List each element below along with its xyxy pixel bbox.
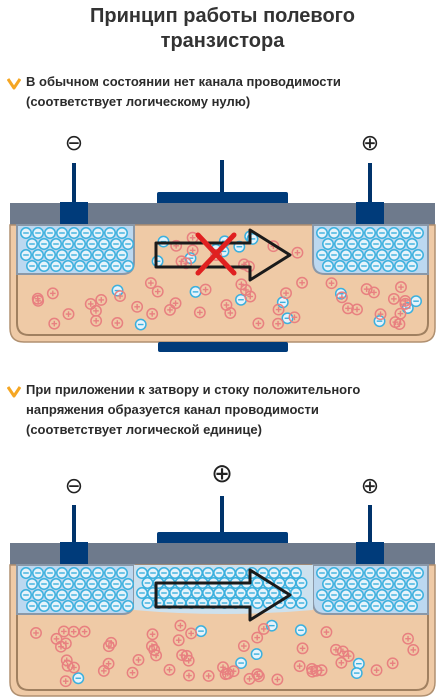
source-contact (60, 202, 88, 226)
oxide-layer (10, 543, 435, 565)
drain-contact (356, 202, 384, 226)
gate-electrode (157, 532, 288, 545)
drain-terminal-label: ⊕ (361, 474, 379, 499)
source-contact (60, 542, 88, 566)
drain-terminal-label: ⊕ (361, 131, 379, 156)
caption-line: В обычном состоянии нет канала проводимо… (26, 74, 341, 89)
drain-contact (356, 542, 384, 566)
hole-particles (31, 231, 412, 331)
gate-terminal-label: ⊕ (211, 460, 233, 489)
transistor-on-diagram: ⊖ ⊕ ⊕ (9, 460, 436, 697)
caption-on-state: При приложении к затвору и стоку положит… (26, 380, 436, 440)
substrate-inner-line (16, 227, 429, 336)
current-arrow-icon (154, 228, 292, 282)
title-line-1: Принцип работы полевого (90, 5, 355, 27)
cross-icon (195, 232, 237, 276)
oxide-layer (10, 203, 435, 225)
title-line-2: транзистора (160, 30, 285, 52)
caption-line: напряжения образуется канал проводимости (26, 402, 319, 417)
caption-off-state: В обычном состоянии нет канала проводимо… (26, 72, 436, 112)
chevron-down-icon (7, 386, 21, 398)
page-title: Принцип работы полевого транзистора (0, 4, 445, 54)
caption-line: При приложении к затвору и стоку положит… (26, 382, 361, 397)
source-terminal-label: ⊖ (65, 131, 83, 156)
electron-particles (20, 227, 424, 331)
body-electrode (158, 342, 288, 352)
source-terminal-label: ⊖ (65, 474, 83, 499)
caption-line: (соответствует логическому нулю) (26, 94, 251, 109)
current-arrow-icon (154, 568, 292, 622)
transistor-off-diagram: ⊖ ⊕ (9, 131, 436, 352)
substrate-inner-line (16, 567, 429, 691)
chevron-down-icon (7, 78, 21, 90)
caption-line: (соответствует логической единице) (26, 422, 262, 437)
gate-electrode (157, 192, 288, 205)
hole-particles (30, 619, 420, 688)
